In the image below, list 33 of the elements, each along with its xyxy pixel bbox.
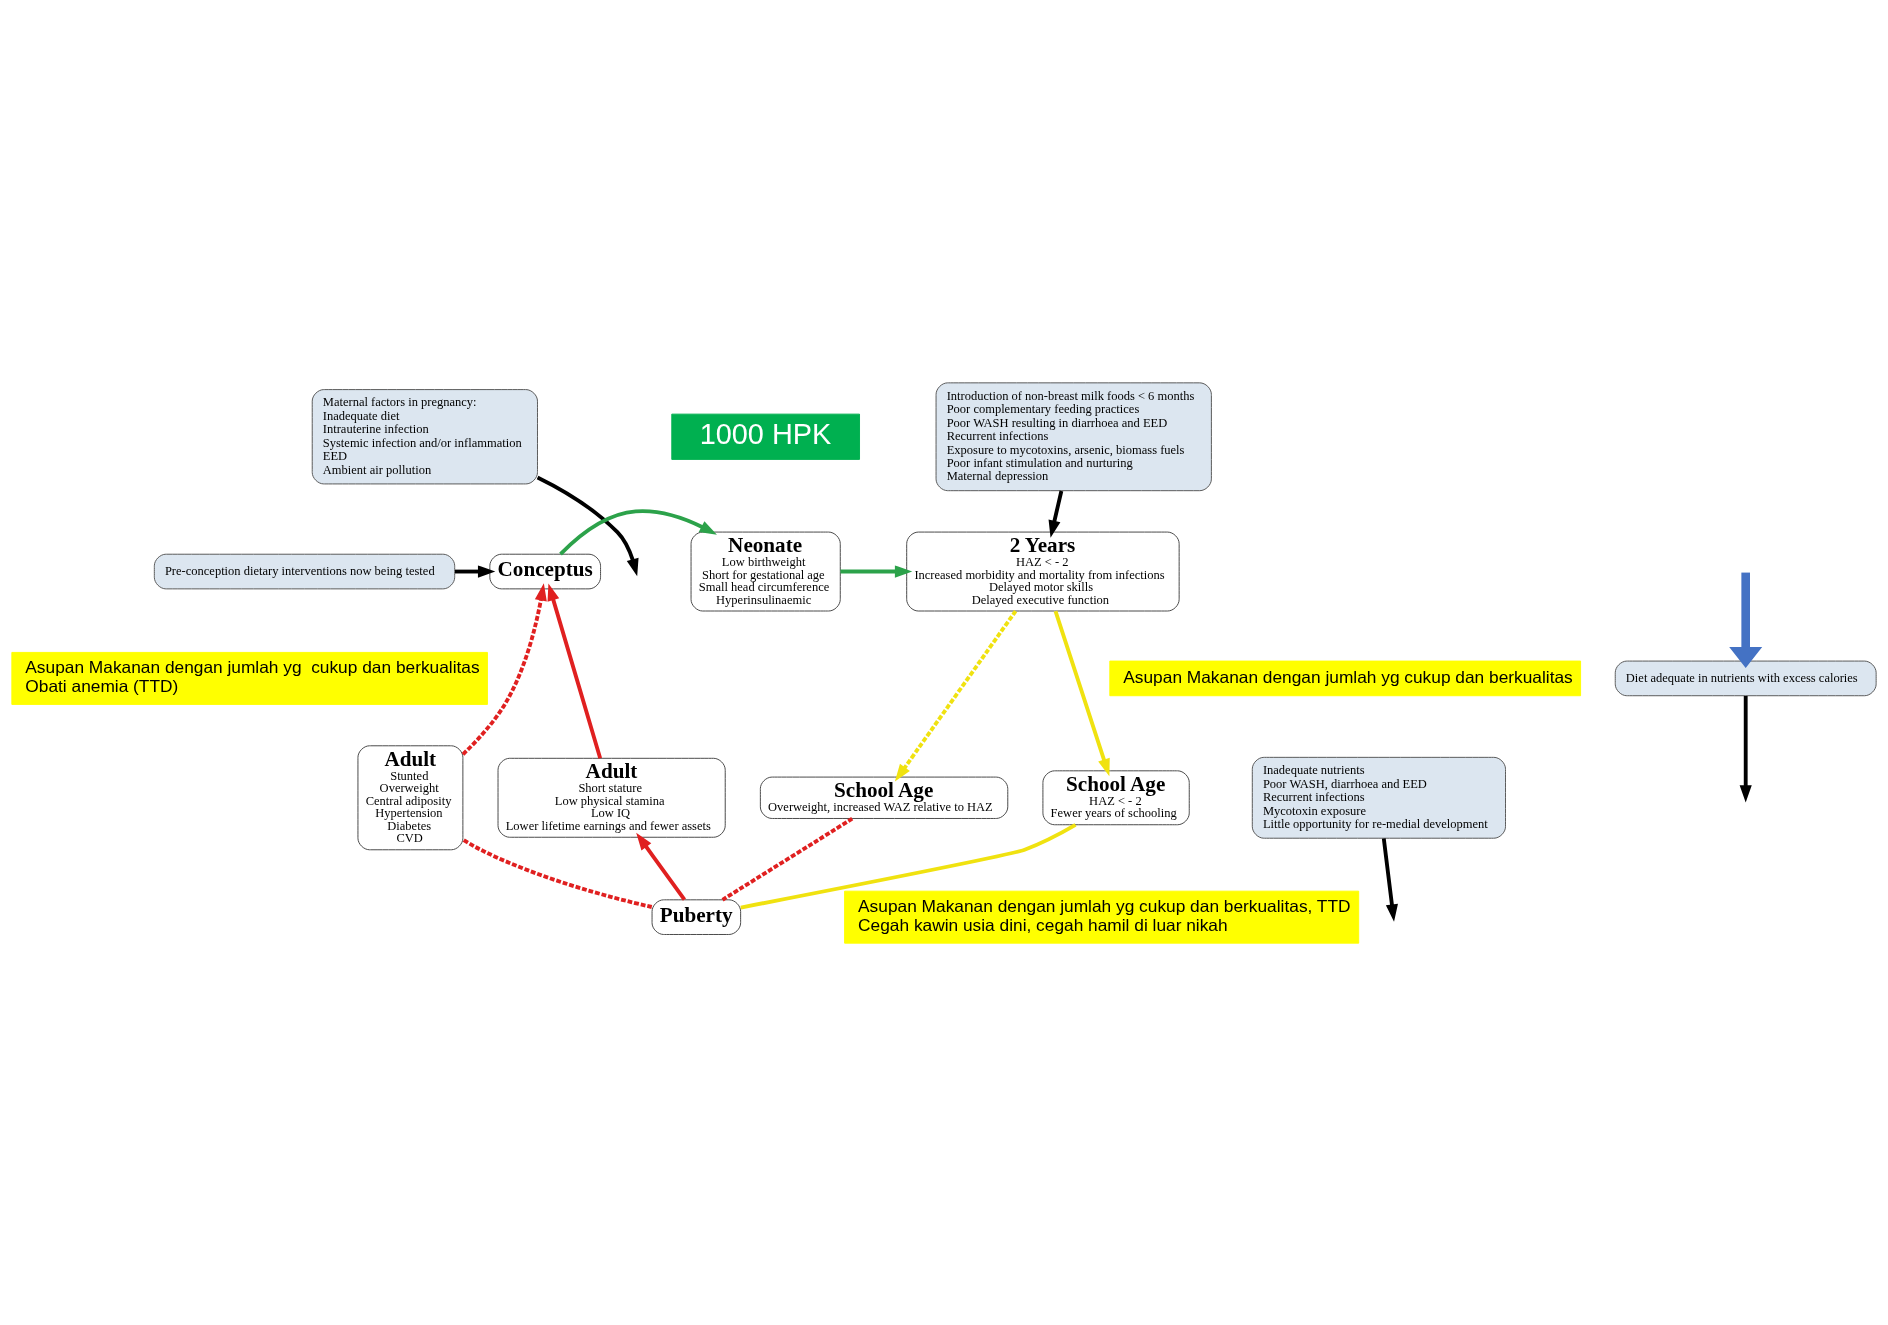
node-box: Adult Short stature Low physical stamina Low IQ Lower lifetime earnings and fewer assets xyxy=(497,757,726,838)
arrow xyxy=(536,475,639,576)
arrow xyxy=(636,832,687,901)
arrow xyxy=(840,564,913,578)
arrow xyxy=(1053,609,1110,776)
node-box: Inadequate nutrients Poor WASH, diarrhoea and EED Recurrent infections Mycotoxin exposure Little opportunity for re-medial development xyxy=(1251,756,1506,839)
node-box: Adult Stunted Overweight Central adiposity Hypertension Diabetes CVD xyxy=(357,744,464,850)
node-box: School Age Overweight, increased WAZ relative to HAZ xyxy=(759,776,1009,819)
arrow xyxy=(1739,695,1752,803)
node-box: 2 Years HAZ < - 2 Increased morbidity and mortality from infections Delayed motor skills Delayed executive function xyxy=(906,531,1180,611)
arrow xyxy=(559,508,717,555)
connector xyxy=(461,837,653,909)
node-box: Conceptus xyxy=(489,553,602,589)
node-box: 1000 HPK xyxy=(671,413,860,460)
node-box: School Age HAZ < - 2 Fewer years of schooling xyxy=(1042,769,1190,825)
arrow xyxy=(547,582,603,759)
node-box: Introduction of non-breast milk foods < 6 months Poor complementary feeding practices Poor WASH resulting in diarrhoea and EED Recurrent infections Exposure to mycotoxins, arsenic, biomass fuels Poor infant stimulation and nurturing Maternal depression xyxy=(935,381,1212,491)
arrow xyxy=(1381,837,1398,922)
arrow xyxy=(461,582,547,756)
arrow xyxy=(1048,490,1064,538)
arrow xyxy=(454,564,496,578)
arrow xyxy=(894,609,1018,782)
node-box: Neonate Low birthweight Short for gestational age Small head circumference Hyperinsulinaemic xyxy=(690,531,841,611)
connector xyxy=(721,816,854,901)
node-box: Asupan Makanan dengan jumlah yg cukup dan berkualitas xyxy=(1109,660,1582,696)
node-box: Diet adequate in nutrients with excess calories xyxy=(1614,660,1877,696)
node-box: Pre-conception dietary interventions now being tested xyxy=(153,553,456,589)
connector xyxy=(740,822,1077,909)
node-box: Asupan Makanan dengan jumlah yg cukup dan berkualitas Obati anemia (TTD) xyxy=(11,651,488,705)
node-box: Asupan Makanan dengan jumlah yg cukup dan berkualitas, TTD Cegah kawin usia dini, cegah hamil di luar nikah xyxy=(844,890,1360,944)
node-box: Maternal factors in pregnancy: Inadequate diet Intrauterine infection Systemic infection and/or inflammation EED Ambient air pollution xyxy=(311,388,538,484)
arrow xyxy=(1729,572,1763,668)
node-box: Puberty xyxy=(651,898,742,935)
